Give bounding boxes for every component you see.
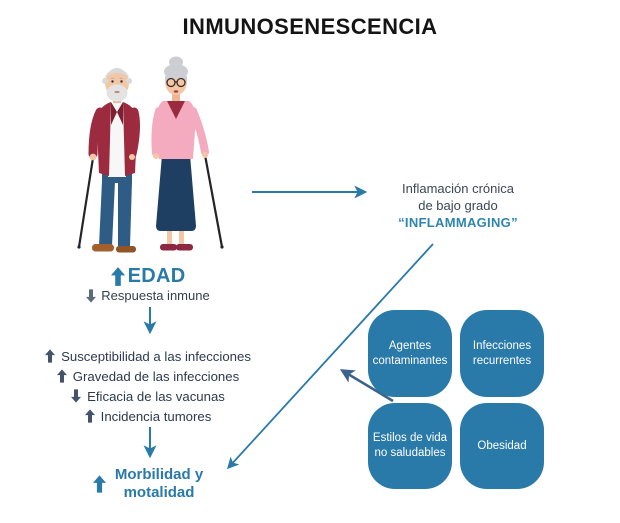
woman-hair-bun	[169, 56, 183, 68]
up-arrow-icon	[92, 475, 106, 493]
factors-grid: Agentes contaminantes Infecciones recurr…	[368, 310, 544, 489]
man-hand	[89, 153, 97, 161]
woman-skirt	[156, 155, 196, 231]
man-shoe	[116, 246, 136, 253]
woman-blouse	[156, 101, 196, 159]
respuesta-label: Respuesta inmune	[101, 288, 210, 303]
woman-hand	[153, 153, 159, 159]
man-hair	[104, 68, 130, 78]
woman-cane	[203, 154, 224, 248]
inflammaging-term: “INFLAMMAGING”	[398, 215, 518, 230]
woman-arm	[151, 107, 163, 157]
up-arrow-icon	[45, 349, 56, 363]
man-eye	[111, 80, 114, 83]
morbilidad-line2: motalidad	[123, 484, 195, 501]
effect-eficacia: Eficacia de las vacunas	[0, 386, 296, 406]
down-arrow-icon	[86, 288, 97, 303]
page-title: INMUNOSENESCENCIA	[182, 14, 438, 39]
morbilidad-line1: Morbilidad y	[114, 466, 204, 483]
man-shoe	[92, 244, 114, 252]
up-arrow-icon	[84, 409, 95, 423]
arrow-inflammaging-to-morbilidad	[227, 243, 434, 470]
factor-obesidad: Obesidad	[460, 403, 544, 489]
up-arrow-icon	[56, 369, 67, 383]
effect-label: Eficacia de las vacunas	[87, 388, 225, 404]
effect-label: Gravedad de las infecciones	[72, 368, 240, 384]
factor-estilos-de-vida: Estilos de vida no saludables	[368, 403, 452, 489]
elderly-man-figure	[77, 68, 140, 253]
up-arrow-icon	[110, 267, 125, 286]
man-arm	[88, 107, 105, 159]
arrow-factors-to-flow	[339, 369, 394, 403]
effect-susceptibilidad: Susceptibilidad a las infecciones	[0, 346, 296, 366]
woman-shoe	[160, 244, 177, 251]
effect-label: Susceptibilidad a las infecciones	[61, 348, 251, 364]
edad-heading: EDAD	[0, 265, 296, 288]
effect-gravedad: Gravedad de las infecciones	[0, 366, 296, 386]
effect-incidencia: Incidencia tumores	[0, 406, 296, 426]
effect-label: Incidencia tumores	[100, 408, 212, 424]
elderly-couple-illustration	[77, 56, 224, 253]
inflammaging-line1: Inflamación crónica	[402, 181, 514, 196]
woman-inner-top	[167, 101, 185, 119]
woman-lips	[173, 90, 179, 93]
inflammaging-block: Inflamación crónica de bajo grado “INFLA…	[377, 180, 539, 231]
inflammaging-line2: de bajo grado	[418, 198, 498, 213]
down-arrow-icon	[71, 389, 82, 403]
edad-label: EDAD	[127, 265, 186, 287]
respuesta-inmune-row: Respuesta inmune	[0, 288, 296, 303]
factor-agentes-contaminantes: Agentes contaminantes	[368, 310, 452, 397]
factor-infecciones-recurrentes: Infecciones recurrentes	[460, 310, 544, 397]
morbilidad-heading: Morbilidad y motalidad	[0, 466, 296, 502]
elderly-woman-figure	[151, 56, 224, 251]
man-cane	[77, 157, 95, 248]
